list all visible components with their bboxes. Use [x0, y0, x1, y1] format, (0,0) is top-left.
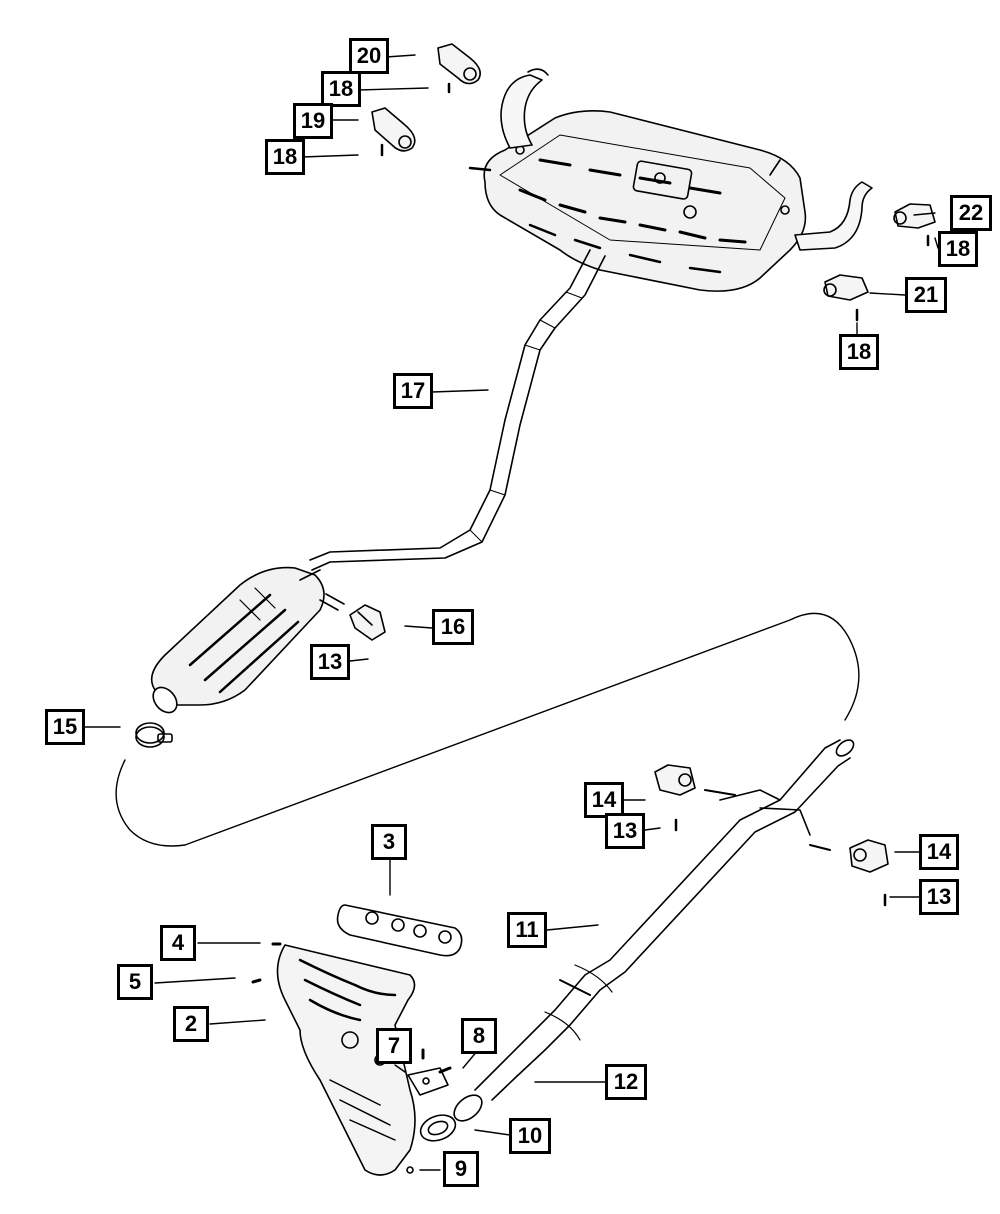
- hanger-bracket-20: [437, 43, 481, 85]
- callout-14: 14: [919, 834, 959, 870]
- callout-7: 7: [376, 1028, 412, 1064]
- callout-10: 10: [509, 1118, 551, 1154]
- callout-18: 18: [938, 231, 978, 267]
- front-pipe: [453, 739, 855, 1122]
- callout-21: 21: [905, 277, 947, 313]
- callout-15: 15: [45, 709, 85, 745]
- callout-9: 9: [443, 1151, 479, 1187]
- isolator-lower: [849, 839, 889, 873]
- callout-11: 11: [507, 912, 547, 948]
- callout-22: 22: [950, 195, 992, 231]
- callout-12: 12: [605, 1064, 647, 1100]
- callout-8: 8: [461, 1018, 497, 1054]
- callout-13: 13: [605, 813, 645, 849]
- callout-18: 18: [839, 334, 879, 370]
- intermediate-pipe: [309, 249, 606, 571]
- callout-17: 17: [393, 373, 433, 409]
- isolator-upper: [654, 764, 696, 796]
- hanger-bracket-22: [893, 203, 936, 229]
- hanger-bracket-21: [823, 274, 869, 301]
- leader-lines: [84, 54, 939, 1171]
- left-tailpipe: [500, 68, 549, 149]
- callout-16: 16: [432, 609, 474, 645]
- callout-19: 19: [293, 103, 333, 139]
- callout-20: 20: [349, 38, 389, 74]
- flange: [407, 1048, 452, 1096]
- callout-2: 2: [173, 1006, 209, 1042]
- callout-3: 3: [371, 824, 407, 860]
- callout-4: 4: [160, 925, 196, 961]
- exhaust-manifold: [276, 944, 416, 1176]
- manifold-gasket: [336, 904, 463, 957]
- callout-13: 13: [310, 644, 350, 680]
- resonator: [150, 566, 345, 714]
- callout-5: 5: [117, 964, 153, 1000]
- callout-13: 13: [919, 879, 959, 915]
- callout-14: 14: [584, 782, 624, 818]
- right-tailpipe: [794, 181, 873, 251]
- callout-18: 18: [265, 139, 305, 175]
- band-clamp: [135, 722, 173, 748]
- callout-18: 18: [321, 71, 361, 107]
- hanger-bracket-19: [371, 107, 416, 152]
- nut: [406, 1166, 414, 1174]
- hanger-bracket-16: [349, 604, 386, 641]
- flange-gasket: [419, 1114, 457, 1142]
